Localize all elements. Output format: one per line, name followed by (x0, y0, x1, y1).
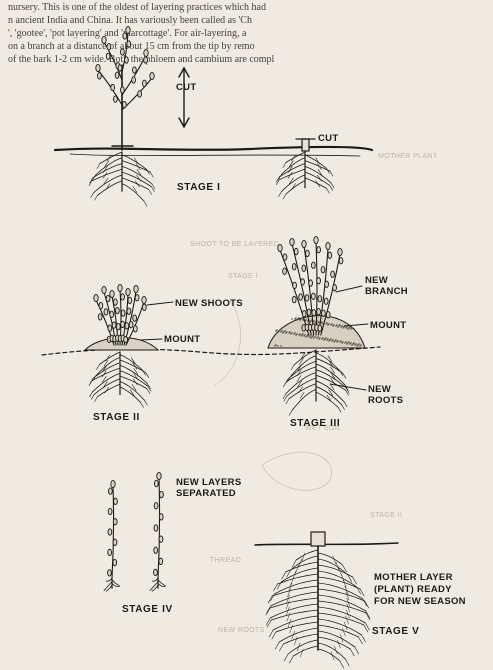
ghost-shoot-layered: SHOOT TO BE LAYERED (190, 241, 279, 248)
stage1-roots-left (89, 152, 155, 206)
stage5-cut-stem (311, 532, 325, 546)
top-text-line-2: n ancient India and China. It has variou… (8, 15, 252, 26)
ghost-mother-plant: MOTHER PLANT (378, 153, 438, 160)
ghost-shape (262, 452, 332, 490)
stage3-roots-pointer (330, 384, 366, 390)
cut-arrow (179, 68, 189, 127)
top-text-line-1: nursery. This is one of the oldest of la… (8, 2, 266, 13)
stage4-layer-1 (104, 480, 119, 591)
stage2-roots (89, 352, 151, 407)
stage2-mount-label: MOUNT (164, 334, 200, 345)
bleed-through-text: MOTHER PLANT SHOOT TO BE LAYERED STAGE I… (190, 153, 438, 634)
stage5-ground-line (255, 543, 398, 545)
stage5-root-mass (266, 546, 370, 668)
stage3-new-roots (283, 350, 349, 415)
stage3-branch-pointer (336, 286, 362, 292)
stage2-label: STAGE II (93, 412, 140, 423)
stage2-new-shoots (94, 284, 146, 345)
stage3-label: STAGE III (290, 418, 340, 429)
stage1-label: STAGE I (177, 182, 220, 193)
stage1-cut-arrow-label: CUT (176, 82, 196, 93)
ghost-new-roots: NEW ROOTS (218, 627, 265, 634)
stage3-mount-label: MOUNT (370, 320, 406, 331)
stage5-label: STAGE V (372, 626, 419, 637)
stage1-ground-line (55, 147, 372, 150)
ghost-stage-1: STAGE I (228, 273, 258, 280)
top-text-block: nursery. This is one of the oldest of la… (8, 2, 275, 65)
stage1-roots-right (276, 152, 334, 199)
ghost-thread: THREAD (210, 557, 241, 564)
stage1-cut-stump (296, 139, 315, 151)
stage1-cut-stump-label: CUT (318, 133, 338, 144)
ghost-curve (215, 300, 241, 385)
stage4-label: STAGE IV (122, 604, 173, 615)
ghost-stage-2: STAGE II (370, 512, 402, 519)
stage2-mount-pointer (140, 339, 162, 340)
stage2-shoots-pointer (147, 302, 173, 305)
stage2-new-shoots-label: NEW SHOOTS (175, 298, 243, 309)
stage4-layer-2 (150, 472, 165, 591)
top-text-line-4: on a branch at a distance of about 15 cm… (8, 41, 255, 52)
